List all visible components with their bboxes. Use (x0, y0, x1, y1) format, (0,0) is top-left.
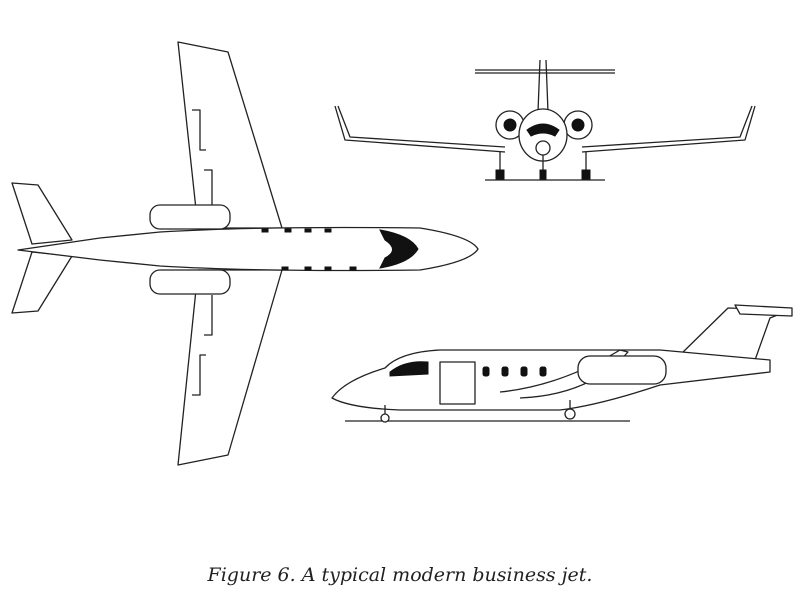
front-view-windshield (526, 123, 560, 137)
front-view-wheels (495, 169, 591, 180)
top-view-horizontal-stabilizer-lower (11, 251, 73, 314)
front-view (334, 59, 756, 181)
side-view-horizontal-stabilizer (734, 304, 793, 317)
front-view-horizontal-stabilizer (475, 69, 615, 74)
side-view-cabin-windows (482, 366, 547, 377)
side-view-cockpit-window (389, 361, 429, 377)
side-view-engine (577, 355, 667, 385)
top-view-engine-lower (149, 269, 231, 295)
front-view-engine-left-inlet (503, 118, 517, 132)
top-view-cockpit-windshield (379, 229, 419, 269)
side-view-wing (499, 349, 629, 399)
top-view-wing-upper (177, 41, 283, 229)
side-view-main-wheel (564, 408, 576, 420)
top-view-wing-lower (177, 269, 283, 466)
top-view-horizontal-stabilizer-upper (11, 182, 73, 245)
top-view-flap-lines-upper (192, 109, 213, 205)
figure-caption: Figure 6. A typical modern business jet. (207, 564, 593, 586)
top-view-engine-upper (149, 204, 231, 230)
side-view-door (439, 361, 476, 405)
side-view-fuselage (331, 349, 771, 411)
front-view-wing-left (334, 105, 506, 153)
top-view-windows (261, 228, 357, 271)
front-view-wing-right (581, 105, 756, 153)
front-view-vertical-fin (537, 59, 549, 113)
top-view (11, 41, 479, 466)
side-view-nose-wheel (380, 413, 390, 423)
front-view-nose (535, 140, 551, 156)
top-view-flap-lines-lower (192, 295, 213, 396)
side-view (331, 304, 793, 423)
front-view-engine-right-inlet (571, 118, 585, 132)
top-view-fuselage (17, 226, 479, 272)
